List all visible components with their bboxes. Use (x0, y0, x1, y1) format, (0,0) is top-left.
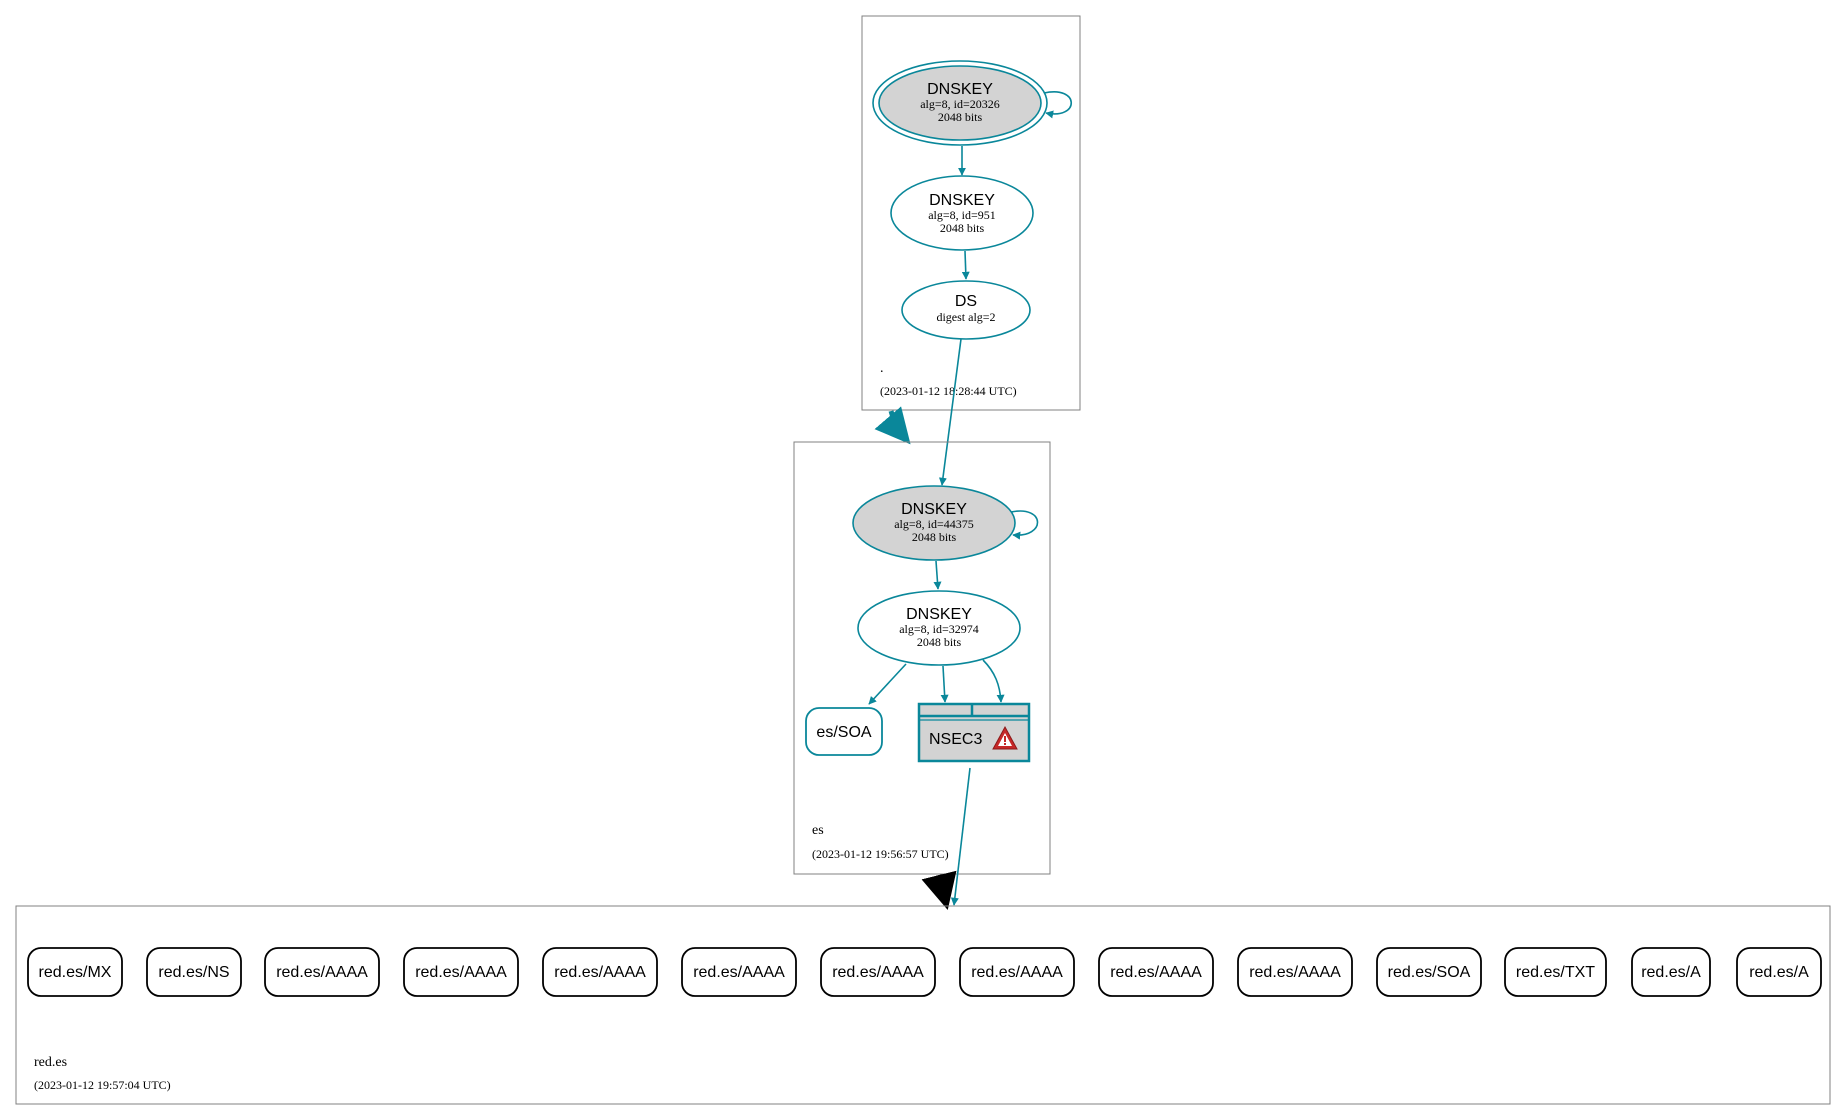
es-zsk-to-nsec3-a-edge (940, 665, 949, 703)
rrset-node[interactable]: red.es/TXT (1504, 947, 1607, 997)
rrset-label: red.es/AAAA (415, 964, 507, 981)
rrset-label: red.es/MX (39, 964, 112, 981)
root-ksk-line2: 2048 bits (938, 110, 983, 124)
root-to-es-delegation-edge (874, 406, 911, 445)
zone-red-es-border (15, 905, 1831, 1105)
es-ksk-line2: 2048 bits (912, 530, 957, 544)
es-zsk-to-soa-edge (868, 663, 907, 705)
root-zsk-to-ds-edge (961, 250, 970, 280)
root-ksk-line1: alg=8, id=20326 (920, 97, 1000, 111)
root-ds-title: DS (955, 293, 977, 310)
root-zone-name: . (880, 361, 884, 376)
rrset-label: red.es/AAAA (276, 964, 368, 981)
rrset-node[interactable]: red.es/A (1631, 947, 1711, 997)
es-zsk-to-nsec3-b-edge (982, 659, 1005, 703)
rrset-label: red.es/AAAA (1110, 964, 1202, 981)
rrset-box (1631, 947, 1711, 997)
rrset-node[interactable]: red.es/AAAA (1237, 947, 1353, 997)
rrset-label: red.es/AAAA (554, 964, 646, 981)
rrset-label: red.es/TXT (1516, 964, 1595, 981)
root-ds-ellipse (901, 280, 1031, 340)
rrset-node[interactable]: red.es/NS (146, 947, 242, 997)
es-nsec3-node[interactable]: NSEC3 (917, 702, 1031, 763)
es-ksk-title: DNSKEY (901, 501, 967, 518)
rrset-box (1376, 947, 1482, 997)
rrset-label: red.es/AAAA (832, 964, 924, 981)
warning-triangle-icon (992, 725, 1018, 750)
es-soa-box (805, 707, 883, 756)
root-zsk-line1: alg=8, id=951 (928, 208, 996, 222)
rrset-node[interactable]: red.es/AAAA (959, 947, 1075, 997)
rrset-box (959, 947, 1075, 997)
rrset-label: red.es/AAAA (693, 964, 785, 981)
rrset-node[interactable]: red.es/AAAA (820, 947, 936, 997)
rrset-label: red.es/NS (158, 964, 229, 981)
rrset-label: red.es/AAAA (1249, 964, 1341, 981)
root-ksk-outer-ring (872, 60, 1048, 146)
root-ds-line1: digest alg=2 (936, 310, 995, 324)
es-ksk-ellipse (852, 485, 1016, 561)
rrset-node[interactable]: red.es/AAAA (681, 947, 797, 997)
es-zone-name: es (812, 823, 824, 838)
red-es-zone-timestamp: (2023-01-12 19:57:04 UTC) (34, 1078, 171, 1092)
root-ds-to-es-ksk-edge (938, 338, 962, 486)
root-ksk-self-sign-edge (1043, 91, 1072, 119)
rrset-label: red.es/SOA (1388, 964, 1471, 981)
es-nsec3-box (917, 702, 1031, 763)
root-ksk-ellipse (878, 65, 1042, 141)
rrset-box (1237, 947, 1353, 997)
rrset-node[interactable]: red.es/MX (27, 947, 123, 997)
es-nsec3-label: NSEC3 (929, 731, 982, 748)
rrset-node[interactable]: red.es/AAAA (264, 947, 380, 997)
root-zsk-line2: 2048 bits (940, 221, 985, 235)
rrset-box (542, 947, 658, 997)
es-ksk-to-zsk-edge (933, 560, 942, 590)
zone-root: DNSKEY alg=8, id=20326 2048 bits DNSKEY … (861, 15, 1081, 411)
es-soa-label: es/SOA (816, 724, 871, 741)
es-dnskey-zsk-node[interactable]: DNSKEY alg=8, id=32974 2048 bits (857, 590, 1021, 666)
es-nsec3-to-red-es-edge (950, 767, 971, 906)
es-ksk-line1: alg=8, id=44375 (894, 517, 974, 531)
root-zsk-title: DNSKEY (929, 192, 995, 209)
zone-root-border (861, 15, 1081, 411)
red-es-rrset-row: red.es/MX red.es/NS red.es/AAAA red.es/AAAA… (27, 947, 1822, 997)
rrset-box (264, 947, 380, 997)
rrset-box (1736, 947, 1822, 997)
root-ksk-title: DNSKEY (927, 81, 993, 98)
rrset-node[interactable]: red.es/AAAA (1098, 947, 1214, 997)
rrset-box (27, 947, 123, 997)
es-zsk-title: DNSKEY (906, 606, 972, 623)
root-zsk-ellipse (890, 175, 1034, 251)
red-es-zone-name: red.es (34, 1055, 67, 1070)
es-ksk-self-sign-edge (1010, 510, 1039, 540)
rrset-box (1504, 947, 1607, 997)
rrset-box (681, 947, 797, 997)
rrset-box (146, 947, 242, 997)
rrset-node[interactable]: red.es/A (1736, 947, 1822, 997)
rrset-box (403, 947, 519, 997)
zone-es: DNSKEY alg=8, id=44375 2048 bits DNSKEY … (793, 441, 1051, 875)
root-ds-node[interactable]: DS digest alg=2 (901, 280, 1031, 340)
es-zsk-ellipse (857, 590, 1021, 666)
rrset-box (820, 947, 936, 997)
rrset-label: red.es/A (1749, 964, 1809, 981)
rrset-label: red.es/A (1641, 964, 1701, 981)
es-soa-node[interactable]: es/SOA (805, 707, 883, 756)
root-dnskey-ksk-node[interactable]: DNSKEY alg=8, id=20326 2048 bits (872, 60, 1048, 146)
root-zone-timestamp: (2023-01-12 18:28:44 UTC) (880, 384, 1017, 398)
rrset-node[interactable]: red.es/SOA (1376, 947, 1482, 997)
es-zsk-line2: 2048 bits (917, 635, 962, 649)
rrset-box (1098, 947, 1214, 997)
es-zone-timestamp: (2023-01-12 19:56:57 UTC) (812, 847, 949, 861)
es-zsk-line1: alg=8, id=32974 (899, 622, 979, 636)
zone-red-es: red.es/MX red.es/NS red.es/AAAA red.es/AAAA… (15, 905, 1831, 1105)
es-to-red-es-delegation-edge (921, 870, 957, 910)
root-dnskey-zsk-node[interactable]: DNSKEY alg=8, id=951 2048 bits (890, 175, 1034, 251)
rrset-node[interactable]: red.es/AAAA (542, 947, 658, 997)
rrset-label: red.es/AAAA (971, 964, 1063, 981)
rrset-node[interactable]: red.es/AAAA (403, 947, 519, 997)
es-dnskey-ksk-node[interactable]: DNSKEY alg=8, id=44375 2048 bits (852, 485, 1016, 561)
